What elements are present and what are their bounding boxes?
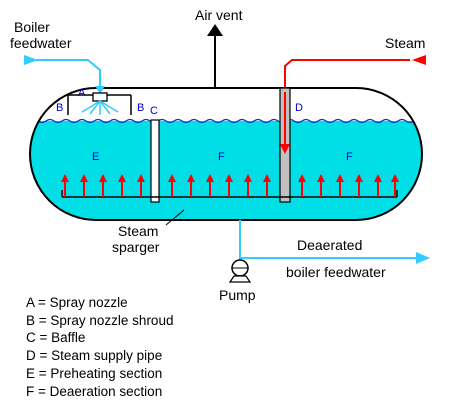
spray-pattern — [81, 100, 119, 115]
steam-bubble-arrowhead-3 — [99, 174, 107, 182]
legend-item-c: C = Baffle — [26, 330, 86, 346]
steam-bubble-arrowhead-12 — [298, 174, 306, 182]
legend: A = Spray nozzle B = Spray nozzle shroud… — [26, 294, 173, 400]
water-body — [30, 121, 422, 220]
callout-b-left: B — [56, 102, 63, 114]
steam-label: Steam — [385, 35, 425, 51]
feedwater-inlet-arrow — [24, 55, 38, 65]
deaerated-label: Deaerated — [297, 237, 362, 253]
baffle — [150, 119, 160, 203]
steam-bubble-arrowhead-10 — [244, 174, 252, 182]
steam-bubble-arrowhead-4 — [118, 174, 126, 182]
steam-bubble-arrowhead-5 — [137, 174, 145, 182]
legend-item-a: A = Spray nozzle — [26, 295, 128, 310]
callout-f-middle: F — [218, 151, 225, 163]
air-vent-arrow — [207, 24, 223, 36]
steam-bubble-arrowhead-1 — [61, 174, 69, 182]
steam-sparger — [61, 174, 399, 198]
steam-bubble-arrowhead-9 — [225, 174, 233, 182]
spray-nozzle — [92, 92, 108, 102]
steam-bubble-arrowhead-16 — [374, 174, 382, 182]
pump-base — [228, 275, 252, 283]
deaerated-label-2: boiler feedwater — [286, 264, 386, 280]
steam-bubble-arrowhead-17 — [391, 174, 399, 182]
steam-pipe-arrowhead — [280, 144, 290, 154]
callout-e: E — [92, 151, 99, 163]
steam-sparger-label: Steam — [118, 223, 158, 239]
deaerated-outlet-arrow — [416, 252, 430, 264]
steam-bubble-arrowhead-2 — [80, 174, 88, 182]
legend-item-f: F = Deaeration section — [26, 383, 163, 399]
deaerator-tank — [29, 87, 423, 221]
boiler-feedwater-label: Boiler — [14, 19, 50, 35]
boiler-feedwater-label-2: feedwater — [10, 35, 72, 51]
steam-bubble-arrowhead-13 — [317, 174, 325, 182]
steam-inlet-arrow — [412, 55, 426, 65]
steam-sparger-label-2: sparger — [112, 239, 160, 255]
water-surface — [30, 118, 422, 124]
callout-a: A — [78, 87, 86, 99]
steam-bubble-arrowhead-11 — [263, 174, 271, 182]
steam-bubble-arrowhead-7 — [187, 174, 195, 182]
callout-f-right: F — [346, 151, 353, 163]
callout-c: C — [150, 105, 158, 117]
callout-b-right: B — [137, 102, 144, 114]
callout-d: D — [295, 102, 303, 114]
steam-bubble-arrowhead-8 — [206, 174, 214, 182]
feedwater-inlet-line — [36, 59, 101, 90]
steam-bubble-arrowhead-15 — [355, 174, 363, 182]
legend-item-e: E = Preheating section — [26, 365, 163, 381]
legend-item-b: B = Spray nozzle shroud — [26, 312, 174, 328]
steam-bubble-arrowhead-14 — [336, 174, 344, 182]
legend-item-d: D = Steam supply pipe — [26, 348, 163, 364]
steam-bubble-arrowhead-6 — [168, 174, 176, 182]
sparger-leader — [165, 209, 185, 226]
pump-label: Pump — [219, 287, 256, 303]
air-vent-label: Air vent — [195, 7, 243, 23]
feedwater-inlet-arrowhead — [95, 86, 105, 94]
